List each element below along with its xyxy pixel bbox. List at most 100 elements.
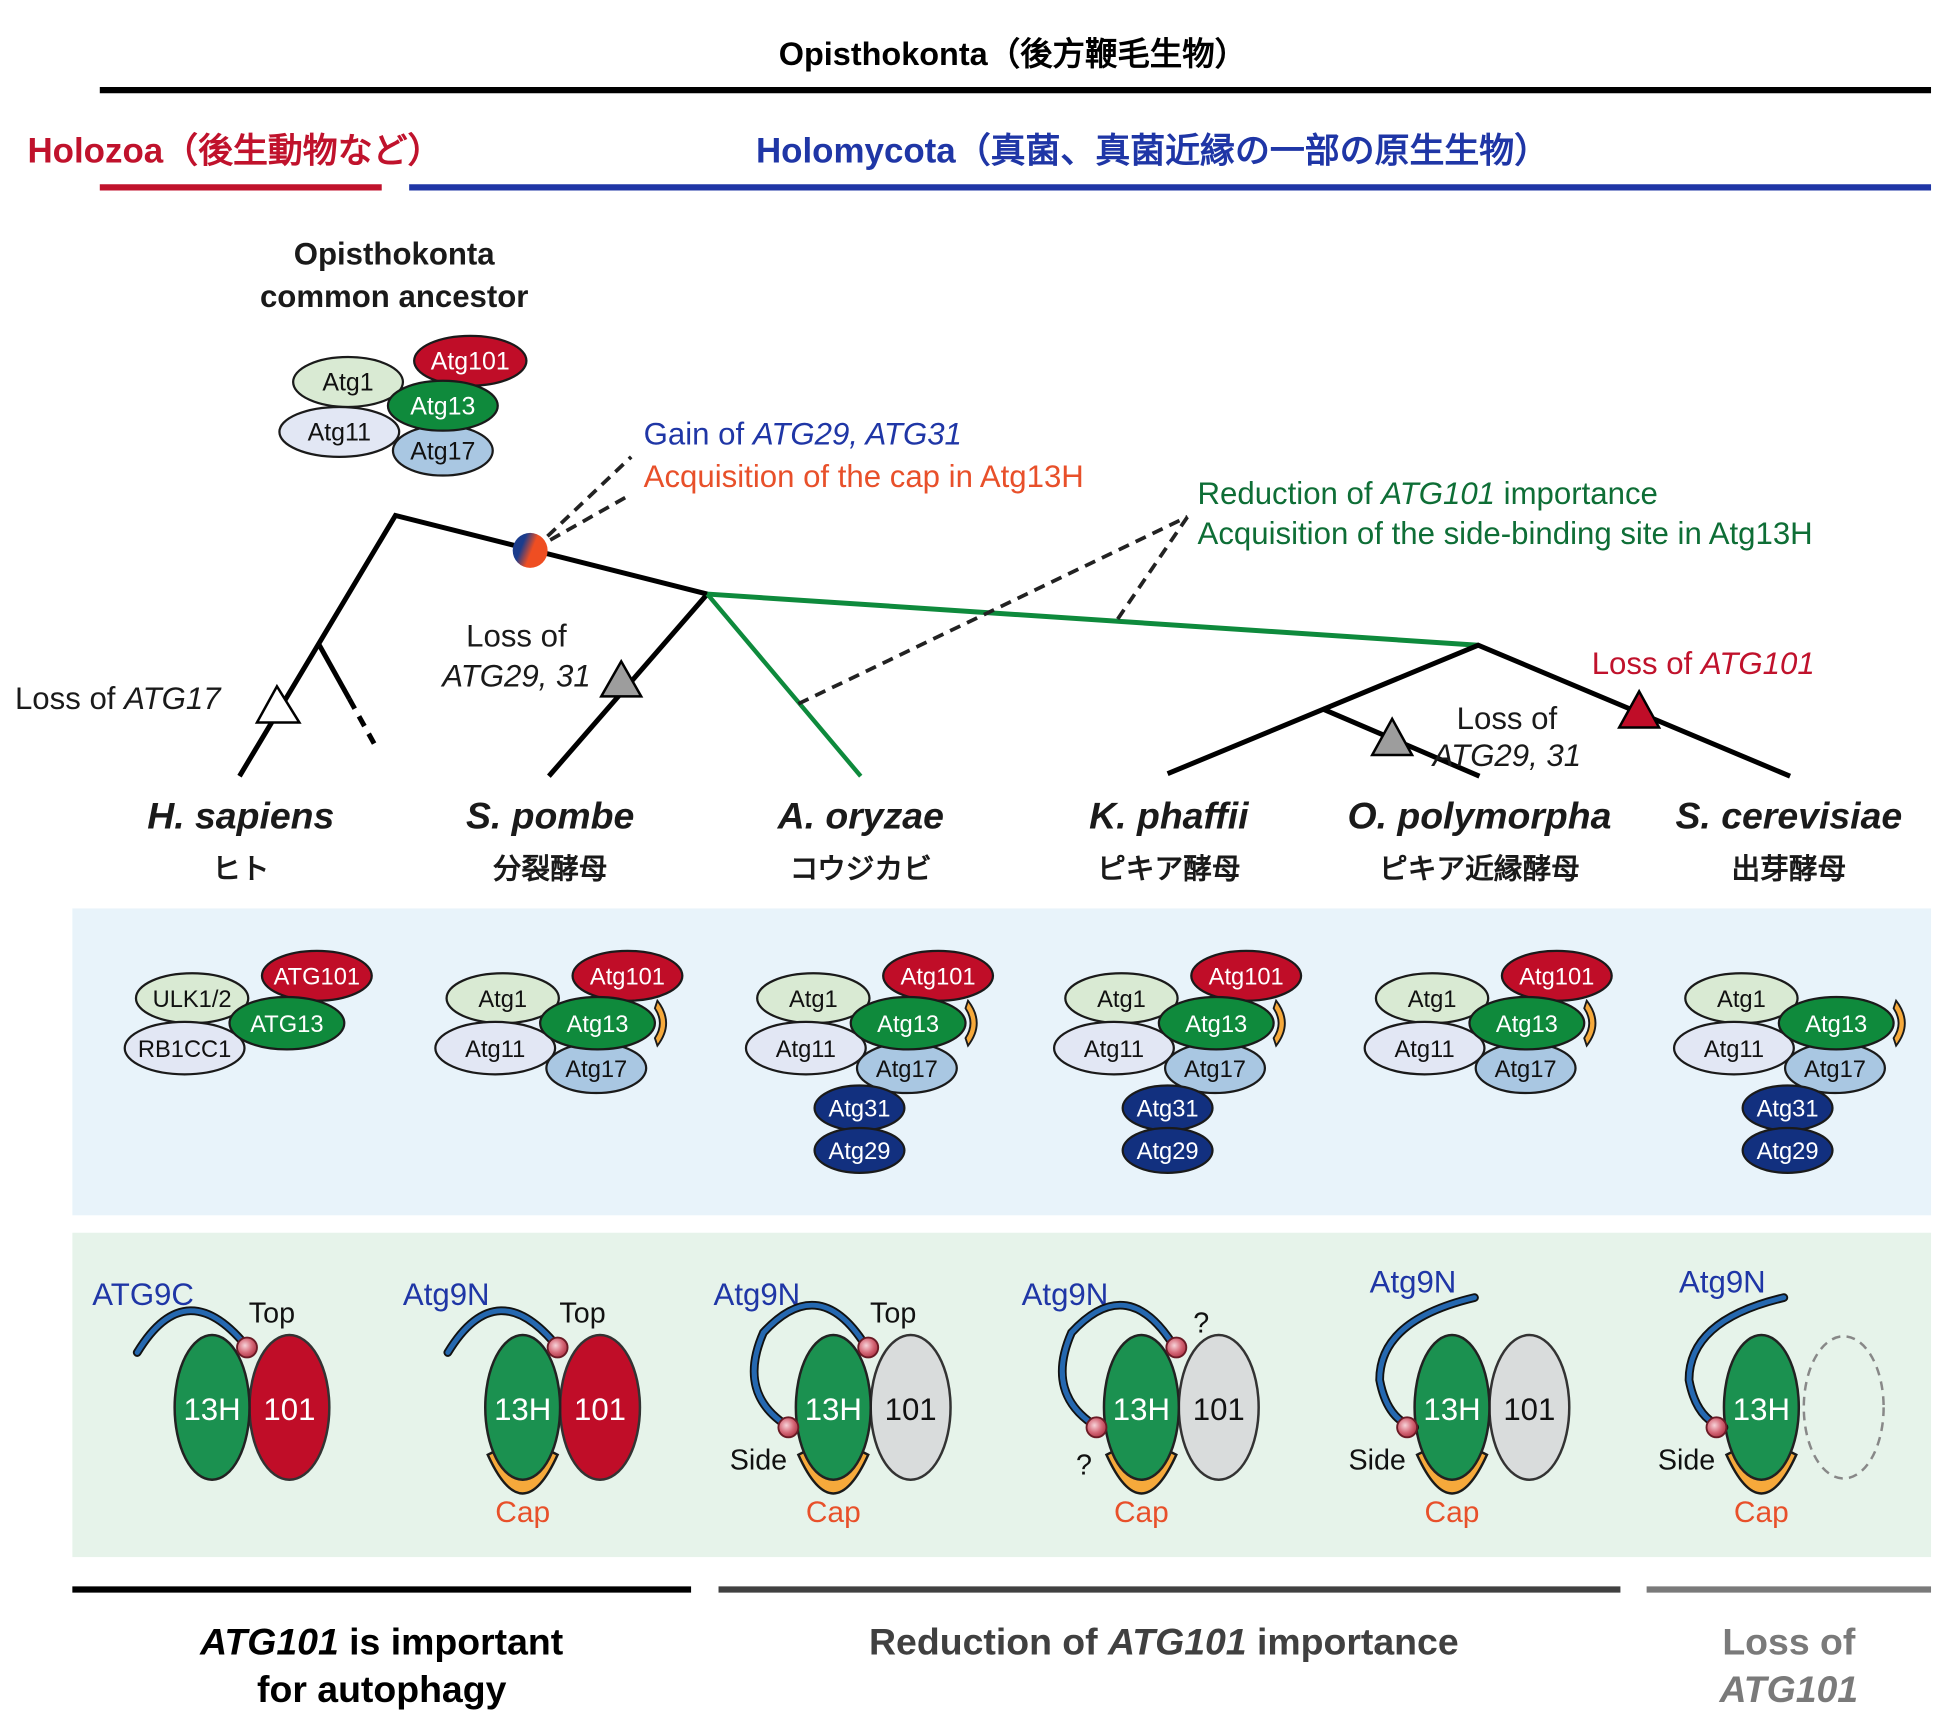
species-japanese-name: ピキア近縁酵母 <box>1379 853 1580 885</box>
ancestor-title-line1: Opisthokonta <box>294 237 496 272</box>
complex-atg13-shape <box>1468 995 1586 1051</box>
species-latin-name: S. pombe <box>466 795 634 837</box>
ancestor-atg11-label: Atg11 <box>308 419 371 447</box>
annotation-reduction: Reduction of ATG101 importance <box>1198 476 1658 511</box>
loss-atg29-31-triangle-opolymorpha <box>1370 716 1415 757</box>
annotation-side-binding: Acquisition of the side-binding site in … <box>1198 516 1813 551</box>
annotation-loss-atg29-31-spombe-l1: Loss of <box>466 618 567 653</box>
footer-loss-line2: ATG101 <box>1719 1668 1859 1710</box>
complex-atg101-label: Atg101 <box>1519 965 1594 991</box>
top-binding-bead <box>1165 1336 1188 1359</box>
cap-icon <box>1583 998 1597 1048</box>
atg9-tail <box>445 1308 563 1355</box>
annotation-cap: Acquisition of the cap in Atg13H <box>644 459 1084 494</box>
complex-atg29-shape <box>813 1126 906 1174</box>
complex-atg13-label: Atg13 <box>877 1012 939 1038</box>
complex-atg101-label: Atg101 <box>901 965 976 991</box>
species-japanese-name: 分裂酵母 <box>493 853 608 885</box>
atg9-label: Atg9N <box>403 1277 490 1312</box>
cap-icon <box>1892 998 1906 1048</box>
ancestor-title-line2: common ancestor <box>260 279 529 314</box>
complex-kinase-label: Atg1 <box>1717 987 1766 1013</box>
ancestor-atg1-label: Atg1 <box>322 369 373 397</box>
atg101-label: 101 <box>574 1392 626 1427</box>
species-japanese-name: 出芽酵母 <box>1731 853 1846 885</box>
tree-branch-kphaffii <box>1166 642 1792 779</box>
annotation-loss-atg101: Loss of ATG101 <box>1592 646 1815 681</box>
atg13h-label: 13H <box>494 1392 551 1427</box>
atg13h-label: 13H <box>1733 1392 1790 1427</box>
complex-atg11-shape <box>1363 1020 1486 1076</box>
annotation-loss-atg29-31-opoly-l1: Loss of <box>1457 701 1558 736</box>
complex-panel <box>72 908 1932 1216</box>
annotation-gain: Gain of ATG29, ATG31 <box>644 416 962 451</box>
side-binding-bead <box>1705 1416 1728 1439</box>
complex-atg11-label: Atg11 <box>1394 1037 1454 1063</box>
gain-event-node <box>512 532 548 568</box>
atg13h-shape <box>1413 1333 1491 1481</box>
complex-atg101-label: Atg101 <box>1209 965 1284 991</box>
complex-atg13-shape <box>1157 995 1275 1051</box>
side-binding-bead <box>1085 1416 1108 1439</box>
ancestor-atg11-shape <box>278 405 401 458</box>
tree-branch-root <box>237 512 708 778</box>
complex-atg11-label: Atg11 <box>1704 1037 1764 1063</box>
cap-icon <box>964 998 978 1048</box>
complex-kinase-label: ULK1/2 <box>153 987 232 1013</box>
side-site-label: Side <box>730 1445 787 1477</box>
species-japanese-name: コウジカビ <box>790 853 932 885</box>
opisthokonta-header: Opisthokonta（後方鞭毛生物） <box>779 35 1247 72</box>
footer-loss-line1: Loss of <box>1722 1620 1856 1662</box>
atg9-label: Atg9N <box>1022 1277 1109 1312</box>
complex-atg11-shape <box>744 1020 867 1076</box>
top-site-label: ? <box>1193 1308 1209 1340</box>
complex-atg29-shape <box>1741 1126 1834 1174</box>
complex-atg11-label: RB1CC1 <box>138 1037 231 1063</box>
species-japanese-name: ピキア酵母 <box>1097 853 1240 885</box>
top-binding-bead <box>857 1336 880 1359</box>
species-latin-name: O. polymorpha <box>1347 795 1611 837</box>
atg1-complexes-row: ULK1/2ATG101RB1CC1ATG13Atg1Atg101Atg11At… <box>123 949 1906 1174</box>
complex-atg17-label: Atg17 <box>565 1057 627 1083</box>
loss-atg17-triangle <box>254 683 302 724</box>
complex-atg11-label: Atg11 <box>465 1037 525 1063</box>
tree-branch-holozoa-dashed <box>347 697 377 745</box>
phylogenetic-tree <box>237 455 1792 779</box>
complex-atg13-label: Atg13 <box>567 1012 629 1038</box>
binding-panel <box>72 1232 1932 1558</box>
ancestor-atg13-shape <box>386 379 499 432</box>
atg101-label: 101 <box>263 1392 315 1427</box>
complex-atg29-label: Atg29 <box>1137 1139 1199 1165</box>
complex-atg17-label: Atg17 <box>1184 1057 1246 1083</box>
atg13h-shape <box>173 1333 251 1481</box>
top-site-label: Top <box>559 1298 605 1330</box>
atg9-tail <box>134 1308 252 1355</box>
complex-atg17-label: Atg17 <box>876 1057 938 1083</box>
atg9-tail <box>1377 1295 1477 1430</box>
atg9-label: ATG9C <box>92 1277 194 1312</box>
atg9-tail <box>1059 1302 1179 1430</box>
cap-label: Cap <box>1734 1496 1789 1529</box>
top-binding-bead <box>236 1336 258 1359</box>
atg9-tail <box>751 1302 871 1430</box>
atg13h-label: 13H <box>1423 1392 1480 1427</box>
complex-atg13-shape <box>849 995 967 1051</box>
atg13h-shape <box>794 1333 872 1481</box>
complex-atg11-shape <box>1672 1020 1795 1076</box>
complex-atg17-label: Atg17 <box>1804 1057 1866 1083</box>
atg13h-shape <box>484 1333 562 1481</box>
complex-atg11-label: Atg11 <box>776 1037 836 1063</box>
annotation-leader-side-1 <box>797 515 1189 706</box>
annotation-leader-gain-2 <box>532 492 633 551</box>
